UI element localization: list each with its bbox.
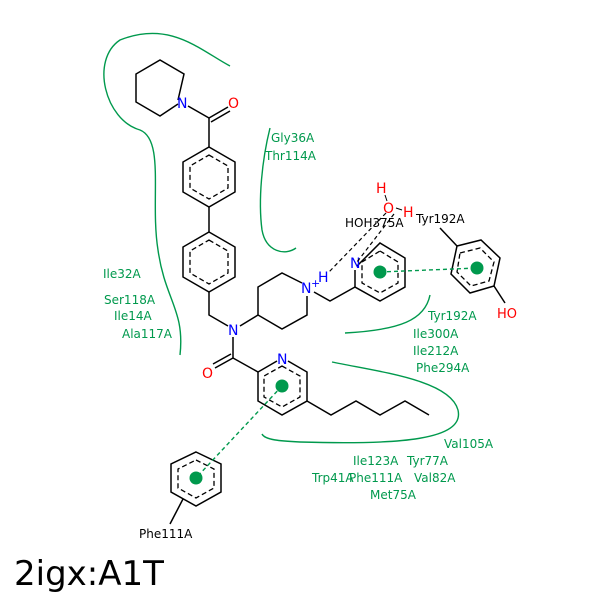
residue-label-val82: Val82A [414, 471, 456, 485]
residue-label-ile14: Ile14A [114, 309, 153, 323]
residue-label-ile212: Ile212A [413, 344, 459, 358]
bond [210, 110, 231, 123]
residue-label-ser118: Ser118A [104, 293, 156, 307]
pocket-outline-left [103, 32, 231, 356]
ring-centroid [373, 265, 387, 279]
ring-centroid [470, 261, 484, 275]
atom-n-tertiary: N [228, 323, 238, 339]
pocket-outline-right [344, 294, 431, 334]
residue-label-tyr192-top: Tyr192A [415, 212, 465, 226]
piperidine-ring [135, 59, 185, 117]
pyridine-ring-2 [257, 360, 308, 416]
bond [313, 286, 356, 302]
residue-label-ile32: Ile32A [103, 267, 142, 281]
water-h-top: H [376, 181, 387, 197]
residue-label-phe111: Phe111A [139, 527, 193, 541]
residue-label-ile123: Ile123A [353, 454, 399, 468]
atom-n-pyridine-2: N [277, 352, 287, 368]
bond [395, 207, 403, 211]
bond [208, 292, 229, 327]
bond [232, 357, 259, 373]
residue-label-tyr77: Tyr77A [406, 454, 449, 468]
phe111-ring [170, 451, 222, 507]
bond [384, 194, 388, 202]
atom-hydroxyl: HO [497, 307, 517, 322]
diagram-title: 2igx:A1T [14, 554, 164, 594]
atom-n-plus: N [301, 281, 311, 297]
residue-label-met75: Met75A [370, 488, 417, 502]
residue-label-gly36: Gly36A [271, 131, 315, 145]
charge-plus: + [311, 277, 320, 290]
atom-n-amide-top: N [177, 96, 187, 112]
phenyl-ring-1 [182, 146, 236, 208]
piperidinium-ring [257, 272, 308, 330]
atom-n-pyridine-1: N [350, 256, 360, 272]
residue-label-tyr192: Tyr192A [427, 309, 477, 323]
pentyl-chain [306, 400, 430, 416]
bond [169, 498, 184, 525]
bond [239, 314, 259, 327]
atom-o-top: O [228, 96, 239, 112]
residue-label-val105: Val105A [444, 437, 494, 451]
bond [214, 357, 234, 369]
pi-stacking-tyr192 [379, 267, 478, 273]
ring-centroid [189, 471, 203, 485]
bond [212, 353, 232, 365]
bond [208, 106, 229, 119]
bond [439, 227, 458, 247]
residue-label-thr114: Thr114A [264, 149, 317, 163]
atom-h-nplus: H [318, 270, 329, 286]
phenyl-ring-2 [182, 231, 236, 293]
residue-label-phe111-row: Phe111A [349, 471, 403, 485]
pocket-outline-top [259, 127, 297, 253]
pocket-outline-bottom [261, 361, 460, 444]
water-oxygen: O [383, 201, 394, 217]
residue-label-ile300: Ile300A [413, 327, 459, 341]
atom-o-amide: O [202, 366, 213, 382]
residue-label-phe294: Phe294A [416, 361, 470, 375]
pyridine-ring-1 [354, 242, 406, 302]
residue-label-ala117: Ala117A [122, 327, 173, 341]
bond [493, 285, 506, 304]
water-h-right: H [403, 205, 414, 221]
bond [187, 105, 210, 119]
ring-centroid [275, 379, 289, 393]
water-label: HOH375A [345, 216, 404, 230]
hbond-pyridine-water [356, 213, 395, 263]
residue-label-trp41: Trp41A [311, 471, 354, 485]
